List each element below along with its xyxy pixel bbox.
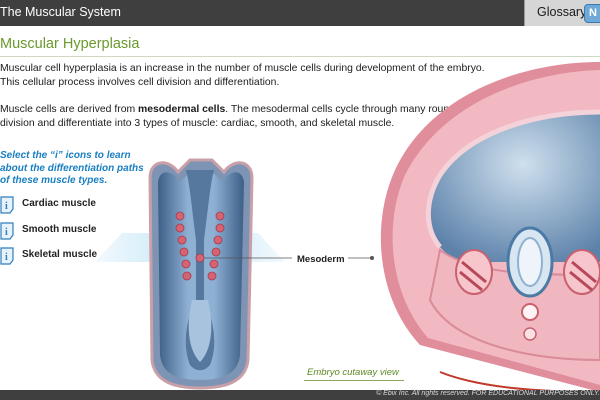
info-icon-skeletal-graphic: i bbox=[0, 247, 14, 265]
embryo-cutaway bbox=[380, 62, 600, 393]
cutaway-caption: Embryo cutaway view bbox=[307, 367, 399, 378]
info-label-cardiac: Cardiac muscle bbox=[22, 198, 96, 209]
info-icon[interactable] bbox=[0, 247, 14, 264]
mesodermal-cells-term: mesodermal cells bbox=[138, 104, 226, 115]
svg-text:i: i bbox=[5, 252, 8, 263]
instruction-text: Select the “i” icons to learn about the … bbox=[0, 150, 144, 186]
paragraph-suffix: . The mesodermal cells cycle through man… bbox=[0, 104, 472, 129]
info-label-skeletal: Skeletal muscle bbox=[22, 249, 98, 260]
info-icon-cardiac-graphic: i bbox=[0, 196, 14, 214]
info-label-smooth: Smooth muscle bbox=[22, 224, 97, 235]
mesoderm-pointer-dot bbox=[370, 256, 374, 260]
title-divider bbox=[0, 56, 600, 57]
info-icon-smooth-graphic: i bbox=[0, 222, 14, 240]
svg-text:i: i bbox=[5, 201, 8, 212]
help-tab-icon[interactable]: N bbox=[584, 4, 600, 23]
page-title: Muscular Hyperplasia bbox=[0, 36, 140, 52]
mesoderm-label: Mesoderm bbox=[297, 254, 345, 265]
glossary-label: Glossary bbox=[537, 5, 587, 19]
header-bar: The Muscular System Glossary N bbox=[0, 0, 600, 26]
intro-paragraph: Muscular cell hyperplasia is an increase… bbox=[0, 63, 485, 88]
embryo-tube bbox=[148, 158, 254, 390]
caption-underline bbox=[304, 380, 404, 381]
info-icon[interactable] bbox=[0, 222, 14, 239]
svg-text:i: i bbox=[5, 227, 8, 238]
notochord bbox=[521, 303, 539, 321]
info-icon[interactable] bbox=[0, 196, 14, 213]
mesoderm-cells bbox=[175, 211, 225, 281]
app-title: The Muscular System bbox=[0, 5, 121, 19]
footer-bar: © Ebix Inc. All rights reserved. FOR EDU… bbox=[0, 390, 600, 400]
copyright-text: © Ebix Inc. All rights reserved. FOR EDU… bbox=[376, 390, 600, 397]
paragraph-prefix: Muscle cells are derived from bbox=[0, 104, 139, 115]
mesoderm-paragraph: Muscle cells are derived from mesodermal… bbox=[0, 103, 490, 130]
